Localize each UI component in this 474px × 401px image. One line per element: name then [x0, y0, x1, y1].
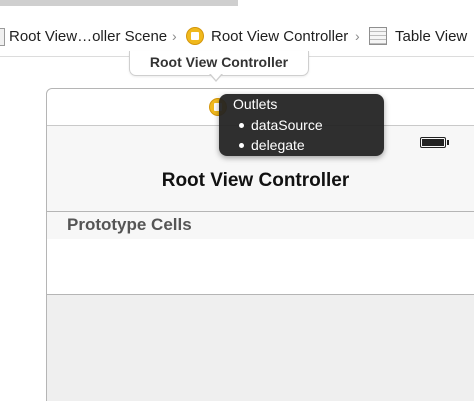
- battery-tip: [447, 140, 449, 145]
- chevron-right-icon: ›: [172, 28, 177, 44]
- toolbar-edge: [0, 0, 238, 6]
- view-controller-icon: [186, 27, 204, 45]
- window-top-edge: [0, 0, 474, 10]
- table-section-header: Prototype Cells: [47, 212, 474, 239]
- chevron-right-icon: ›: [355, 28, 360, 44]
- section-header-label: Prototype Cells: [67, 215, 192, 234]
- document-icon: [0, 28, 5, 46]
- outlet-label: dataSource: [251, 117, 323, 133]
- scene-title-bubble[interactable]: Root View Controller: [129, 51, 309, 76]
- bullet-icon: [239, 122, 244, 128]
- battery-icon: [420, 137, 446, 148]
- table-view-icon: [369, 27, 387, 45]
- outlet-datasource[interactable]: dataSource: [239, 117, 323, 133]
- battery-level: [422, 139, 444, 146]
- jump-bar: Root View…oller Scene › Root View Contro…: [0, 16, 474, 57]
- outlets-popover: Outlets dataSource delegate: [219, 94, 384, 156]
- breadcrumb-scene-label: Root View…oller Scene: [9, 27, 168, 45]
- breadcrumb-view-controller-label: Root View Controller: [211, 27, 349, 45]
- bullet-icon: [239, 142, 244, 148]
- breadcrumb-scene[interactable]: Root View…oller Scene: [9, 25, 167, 47]
- breadcrumb-table-view[interactable]: Table View: [369, 25, 467, 47]
- outlet-label: delegate: [251, 137, 305, 153]
- breadcrumb-table-view-label: Table View: [395, 27, 468, 45]
- outlet-delegate[interactable]: delegate: [239, 137, 305, 153]
- scene-title-pointer: [209, 73, 223, 82]
- navigation-title[interactable]: Root View Controller: [161, 170, 350, 191]
- prototype-cell[interactable]: [47, 239, 474, 295]
- outlets-title: Outlets: [233, 96, 278, 112]
- table-view-body[interactable]: [47, 295, 474, 401]
- breadcrumb-view-controller[interactable]: Root View Controller: [186, 25, 348, 47]
